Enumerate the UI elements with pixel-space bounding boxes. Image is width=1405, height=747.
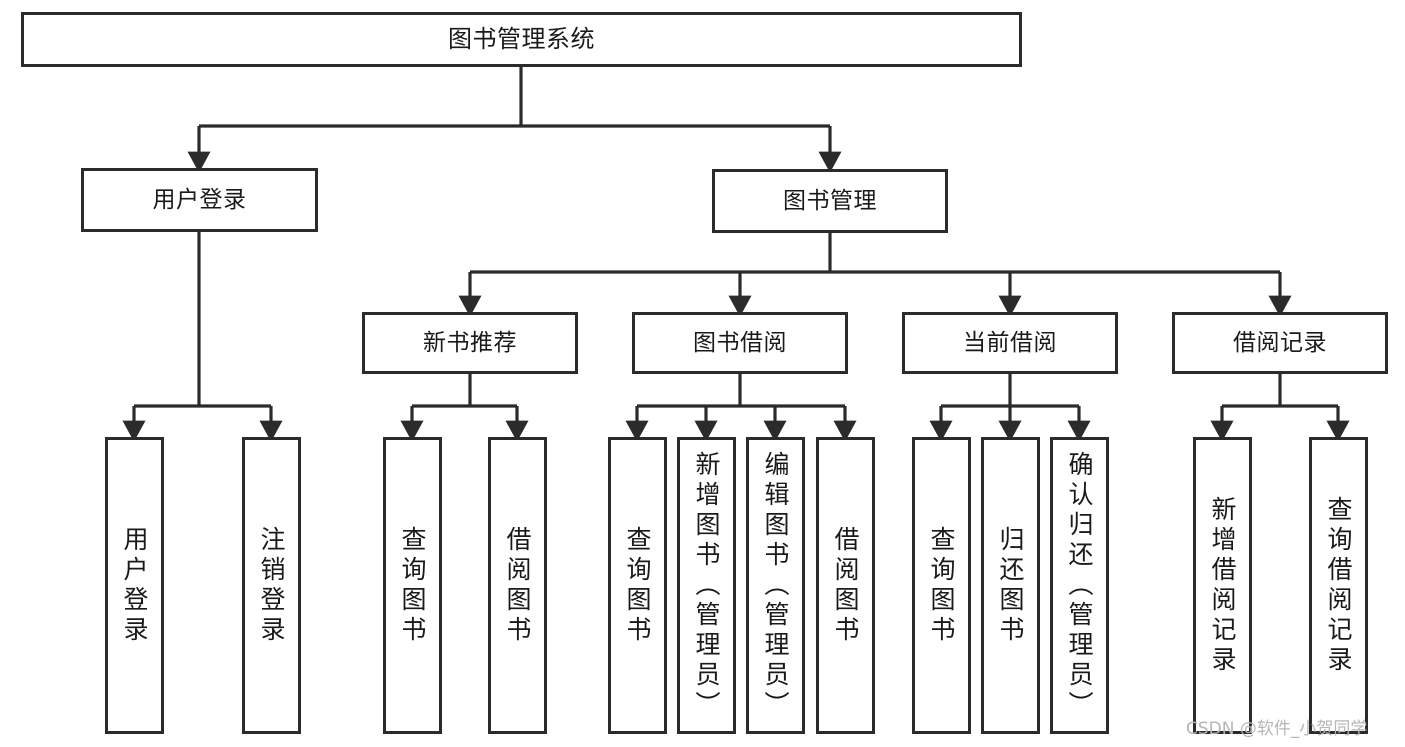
node-label: 确认归还（管理员）: [1065, 450, 1094, 721]
node-label: 查询借阅记录: [1324, 495, 1353, 676]
node-root-system[interactable]: 图书管理系统: [21, 12, 1022, 67]
node-label: 查询图书: [398, 525, 427, 646]
node-label: 图书管理: [783, 187, 877, 214]
node-label: 借阅图书: [503, 525, 532, 646]
leaf-borrow-borrow-book[interactable]: 借阅图书: [816, 437, 875, 734]
node-label: 借阅图书: [831, 525, 860, 646]
node-label: 注销登录: [257, 525, 286, 646]
node-new-book-recommend[interactable]: 新书推荐: [362, 312, 578, 374]
node-label: 归还图书: [996, 525, 1025, 646]
csdn-watermark: CSDN @软件_小贺同学: [1186, 719, 1368, 739]
node-label: 编辑图书（管理员）: [761, 450, 790, 721]
node-label: 图书借阅: [693, 329, 787, 356]
node-label: 查询图书: [927, 525, 956, 646]
node-book-management[interactable]: 图书管理: [712, 169, 948, 233]
leaf-current-query-book[interactable]: 查询图书: [912, 437, 971, 734]
node-label: 新书推荐: [423, 329, 517, 356]
leaf-recommend-query-book[interactable]: 查询图书: [383, 437, 442, 734]
leaf-current-return-book[interactable]: 归还图书: [981, 437, 1040, 734]
node-label: 借阅记录: [1233, 329, 1327, 356]
leaf-user-login[interactable]: 用户登录: [105, 437, 164, 734]
leaf-borrow-add-book-admin[interactable]: 新增图书（管理员）: [677, 437, 736, 734]
node-current-borrow[interactable]: 当前借阅: [902, 312, 1118, 374]
node-label: 查询图书: [623, 525, 652, 646]
node-borrow-record[interactable]: 借阅记录: [1172, 312, 1388, 374]
leaf-user-logout[interactable]: 注销登录: [242, 437, 301, 734]
node-label: 用户登录: [120, 525, 149, 646]
leaf-record-query-record[interactable]: 查询借阅记录: [1309, 437, 1368, 734]
leaf-borrow-query-book[interactable]: 查询图书: [608, 437, 667, 734]
node-label: 用户登录: [152, 186, 247, 213]
node-label: 新增图书（管理员）: [692, 450, 721, 721]
node-label: 图书管理系统: [448, 24, 595, 53]
node-label: 当前借阅: [963, 329, 1057, 356]
node-label: 新增借阅记录: [1208, 495, 1237, 676]
leaf-recommend-borrow-book[interactable]: 借阅图书: [488, 437, 547, 734]
leaf-borrow-edit-book-admin[interactable]: 编辑图书（管理员）: [746, 437, 805, 734]
leaf-current-confirm-return-admin[interactable]: 确认归还（管理员）: [1050, 437, 1109, 734]
node-user-login[interactable]: 用户登录: [81, 168, 318, 232]
leaf-record-add-record[interactable]: 新增借阅记录: [1193, 437, 1252, 734]
node-book-borrow[interactable]: 图书借阅: [632, 312, 848, 374]
